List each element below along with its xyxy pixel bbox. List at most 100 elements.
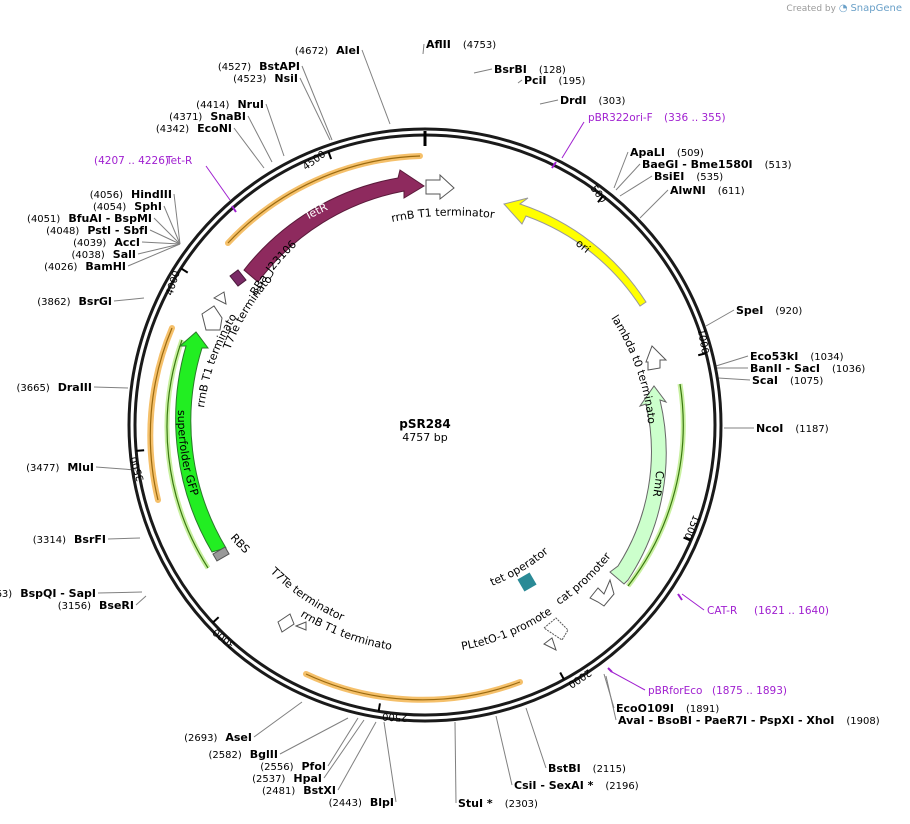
enzyme-name: SphI <box>134 200 162 213</box>
enzyme-site: BspQI - SapI(3163) <box>0 587 96 600</box>
tick-label: 500 <box>588 184 608 206</box>
primer-position: (1875 .. 1893) <box>712 685 787 697</box>
enzyme-position: (4753) <box>463 40 496 51</box>
enzyme-leader <box>615 163 641 191</box>
enzyme-name: BglII <box>250 748 278 761</box>
enzyme-site: EcoNI(4342) <box>156 122 232 135</box>
tick-label: 2500 <box>382 710 408 722</box>
enzyme-labels: AflII(4753)BsrBI(128)PciI(195)DrdI(303)A… <box>0 38 880 810</box>
enzyme-leader <box>233 127 265 169</box>
enzyme-name: BaeGI - Bme1580I <box>642 158 753 171</box>
enzyme-name: StuI * <box>458 797 493 810</box>
tick-label: 3000 <box>211 626 238 650</box>
enzyme-position: (4672) <box>295 46 328 57</box>
enzyme-leader <box>613 151 629 189</box>
enzyme-leader <box>247 115 273 163</box>
enzyme-site: HpaI(2537) <box>252 772 322 785</box>
enzyme-leader <box>619 175 653 197</box>
tick-mark <box>327 151 333 160</box>
enzyme-position: (1075) <box>790 376 823 387</box>
enzyme-name: PstI - SbfI <box>87 224 148 237</box>
enzyme-position: (128) <box>539 65 566 76</box>
enzyme-leader <box>705 309 735 327</box>
enzyme-leader <box>495 715 513 786</box>
enzyme-position: (920) <box>775 306 802 317</box>
enzyme-site: HindIII(4056) <box>90 188 172 201</box>
enzyme-name: HpaI <box>293 772 322 785</box>
enzyme-site: BanII - SacI(1036) <box>750 362 865 375</box>
enzyme-position: (2481) <box>262 786 295 797</box>
enzyme-leader <box>715 355 749 367</box>
enzyme-name: Eco53kI <box>750 350 798 363</box>
enzyme-name: AvaI - BsoBI - PaeR7I - PspXI - XhoI <box>618 714 834 727</box>
enzyme-leader <box>323 719 365 779</box>
enzyme-leader <box>361 49 391 125</box>
enzyme-name: HindIII <box>131 188 172 201</box>
enzyme-site: AseI(2693) <box>184 731 252 744</box>
enzyme-name: BstBI <box>548 762 581 775</box>
bba-j23106-feature <box>229 269 247 287</box>
rrnb-terminator-bottom-label: rrnB T1 terminator <box>0 0 393 653</box>
enzyme-site: DraIII(3665) <box>16 381 92 394</box>
enzyme-position: (509) <box>677 148 704 159</box>
snapgene-logo: ◔ <box>838 3 848 14</box>
enzyme-name: BlpI <box>370 796 394 809</box>
enzyme-position: (3314) <box>33 535 66 546</box>
tick-label: 4500 <box>301 149 328 173</box>
enzyme-position: (4414) <box>196 100 229 111</box>
enzyme-position: (611) <box>718 186 745 197</box>
enzyme-leader <box>265 103 285 157</box>
enzyme-site: BlpI(2443) <box>329 796 394 809</box>
tick-label: 3500 <box>128 455 146 483</box>
superfolder-gfp-feature <box>175 331 227 553</box>
tick-mark <box>559 672 565 680</box>
tick-mark <box>180 267 189 274</box>
backbone-outer-strand <box>127 127 723 723</box>
enzyme-name: NruI <box>237 98 264 111</box>
enzyme-name: AleI <box>336 44 360 57</box>
enzyme-name: BstXI <box>303 784 336 797</box>
enzyme-name: AseI <box>225 731 252 744</box>
cat-promoter-feature <box>589 578 615 607</box>
primer-mark <box>677 593 683 601</box>
cmr-label: CmR <box>650 470 666 498</box>
enzyme-leader <box>301 65 333 141</box>
plasmid-name: pSR284 <box>399 417 451 431</box>
t7te-terminator-bottom-feature <box>277 613 295 633</box>
enzyme-site: PfoI(2556) <box>260 760 326 773</box>
enzyme-position: (2196) <box>605 781 638 792</box>
snapgene-credit: Created by ◔ SnapGene <box>786 3 902 14</box>
enzyme-site: AflII(4753) <box>426 38 496 51</box>
primer-mark <box>551 161 557 169</box>
enzyme-leader <box>539 99 559 105</box>
enzyme-site: SnaBI(4371) <box>169 110 246 123</box>
enzyme-position: (3163) <box>0 589 12 600</box>
enzyme-site: BsrFI(3314) <box>33 533 106 546</box>
tetr-feature <box>243 169 425 283</box>
enzyme-leader <box>422 43 425 55</box>
enzyme-name: ApaLI <box>630 146 665 159</box>
cmr-feature <box>609 385 668 585</box>
enzyme-site: AccI(4039) <box>73 236 140 249</box>
primer-mark <box>231 205 237 213</box>
tick-mark <box>597 195 604 203</box>
enzyme-leader <box>327 717 359 767</box>
enzyme-name: PfoI <box>302 760 327 773</box>
enzyme-name: DrdI <box>560 94 587 107</box>
enzyme-name: DraIII <box>58 381 92 394</box>
tet-operator-feature <box>517 572 537 592</box>
enzyme-position: (4527) <box>218 62 251 73</box>
enzyme-position: (535) <box>696 172 723 183</box>
rrnb-terminator-top-feature <box>425 173 455 201</box>
enzyme-name: NcoI <box>756 422 783 435</box>
lambda-t0-terminator-feature <box>645 345 668 371</box>
enzyme-name: BstAPI <box>259 60 300 73</box>
enzyme-site: BamHI(4026) <box>44 260 126 273</box>
enzyme-leader <box>141 241 181 245</box>
enzyme-leader <box>605 675 617 721</box>
enzyme-leader <box>717 377 751 381</box>
enzyme-leader <box>113 297 145 302</box>
tetr-orf-arc <box>225 153 423 246</box>
tick-mark <box>212 616 220 624</box>
